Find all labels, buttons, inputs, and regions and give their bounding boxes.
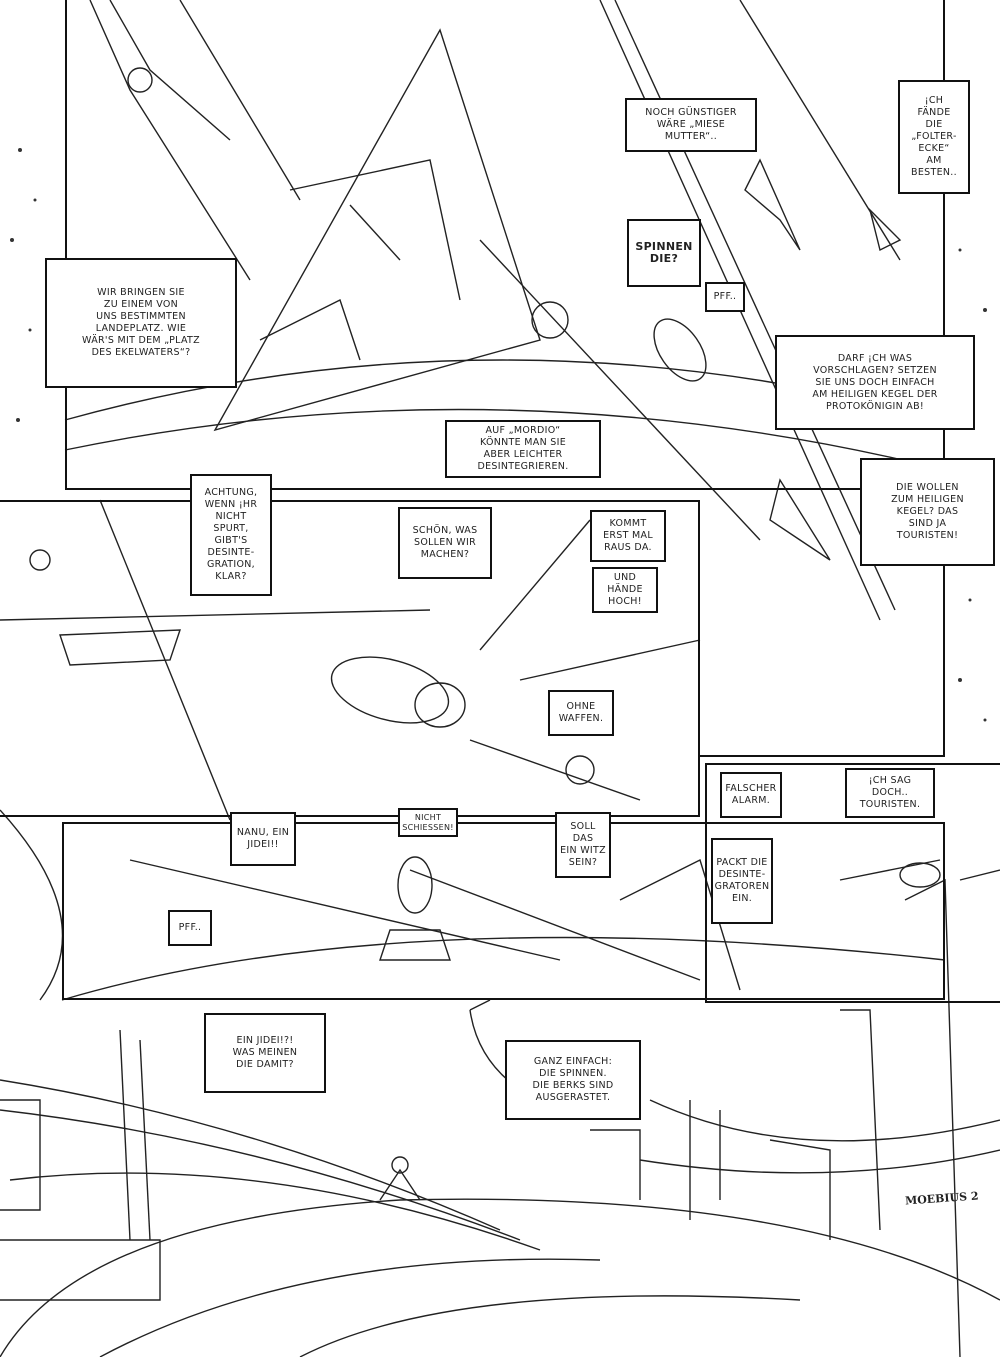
speech-bubble: GANZ EINFACH: DIE SPINNEN. DIE BERKS SIN… (505, 1040, 641, 1120)
speech-bubble: KOMMT ERST MAL RAUS DA. (590, 510, 666, 562)
speech-bubble: PFF.. (705, 282, 745, 312)
panel-3 (700, 490, 945, 757)
speech-bubble: EIN JIDEI!?! WAS MEINEN DIE DAMIT? (204, 1013, 326, 1093)
dome-vehicle (0, 1156, 1000, 1357)
speech-bubble: OHNE WAFFEN. (548, 690, 614, 736)
speech-bubble: FALSCHER ALARM. (720, 772, 782, 818)
panel5-scene (61, 856, 946, 1001)
panel-1 (65, 0, 945, 490)
speech-bubble: DARF ¡CH WAS VORSCHLAGEN? SETZEN SIE UNS… (775, 335, 975, 430)
speech-bubble: PFF.. (168, 910, 212, 946)
panel-4 (705, 763, 1000, 1003)
speech-bubble: DIE WOLLEN ZUM HEILIGEN KEGEL? DAS SIND … (860, 458, 995, 566)
panel2-ships (0, 499, 701, 821)
speech-bubble: PACKT DIE DESINTE- GRATOREN EIN. (711, 838, 773, 924)
speech-bubble: NOCH GÜNSTIGER WÄRE „MIESE MUTTER“.. (625, 98, 757, 152)
city-skyline (0, 869, 1000, 1357)
smoke-trails (0, 809, 1000, 1251)
panel-2 (0, 500, 700, 817)
panel-5 (62, 822, 945, 1000)
speech-bubble: ¡CH FÄNDE DIE „FOLTER- ECKE“ AM BESTEN.. (898, 80, 970, 194)
speech-bubble: NANU, EIN JIDEI!! (230, 812, 296, 866)
speech-bubble: UND HÄNDE HOCH! (592, 567, 658, 613)
ship-top-left (89, 0, 251, 281)
speech-bubble: ¡CH SAG DOCH.. TOURISTEN. (845, 768, 935, 818)
speech-bubble: WIR BRINGEN SIE ZU EINEM VON UNS BESTIMM… (45, 258, 237, 388)
speech-bubble: SCHÖN, WAS SOLLEN WIR MACHEN? (398, 507, 492, 579)
speech-bubble: ACHTUNG, WENN ¡HR NICHT SPURT, GIBT'S DE… (190, 474, 272, 596)
speech-bubble: NICHT SCHIESSEN! (398, 808, 458, 837)
speech-bubble: SPINNEN DIE? (627, 219, 701, 287)
large-ship (213, 28, 569, 432)
speech-bubble: SOLL DAS EIN WITZ SEIN? (555, 812, 611, 878)
speech-bubble: AUF „MORDIO“ KÖNNTE MAN SIE ABER LEICHTE… (445, 420, 601, 478)
small-ships (653, 158, 902, 561)
